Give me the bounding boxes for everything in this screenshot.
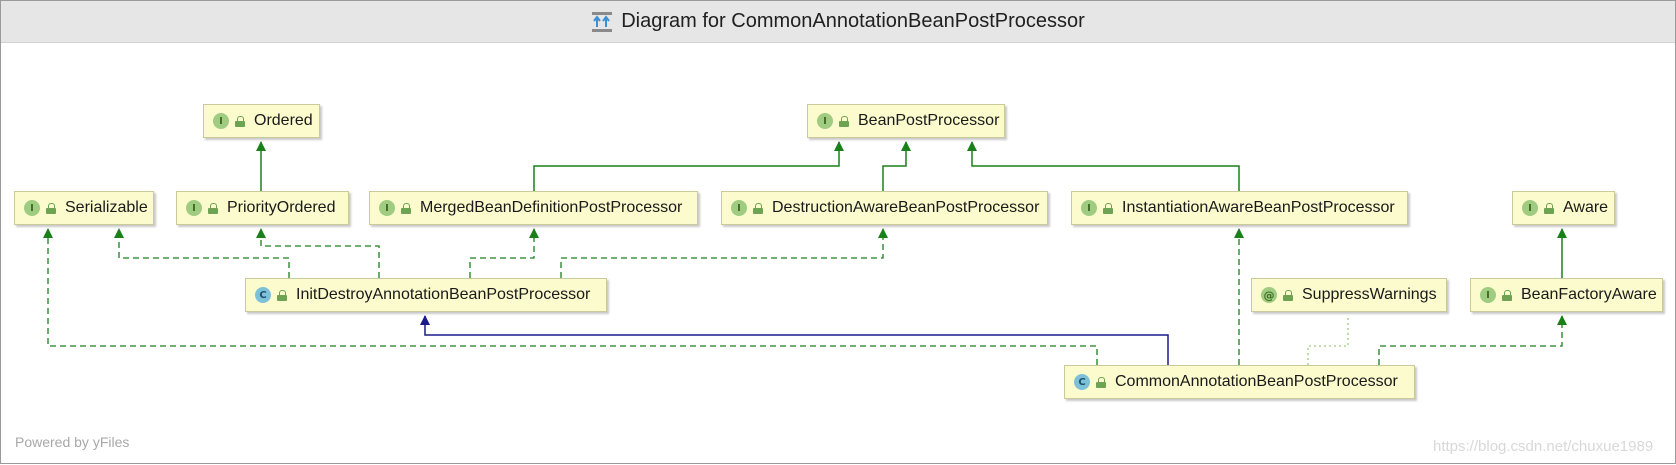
class-badge-icon: C <box>255 287 271 303</box>
annotation-badge-icon: @ <box>1261 287 1277 303</box>
node-destruction-aware-bean-post-processor[interactable]: I DestructionAwareBeanPostProcessor <box>721 191 1048 225</box>
public-lock-icon <box>1103 203 1113 214</box>
edge-init-destroy-to-merged <box>469 228 539 278</box>
edge-destruction-to-bean-post-processor <box>882 141 911 191</box>
diagram-icon <box>591 11 613 33</box>
edge-common-to-init-destroy <box>420 315 1169 365</box>
edge-common-to-serializable <box>43 228 1098 365</box>
public-lock-icon <box>208 203 218 214</box>
edge-common-to-suppress-warnings <box>1307 316 1349 365</box>
node-label: MergedBeanDefinitionPostProcessor <box>420 199 683 216</box>
interface-badge-icon: I <box>186 200 202 216</box>
public-lock-icon <box>1544 203 1554 214</box>
node-label: Ordered <box>254 112 313 129</box>
interface-badge-icon: I <box>731 200 747 216</box>
interface-badge-icon: I <box>379 200 395 216</box>
node-init-destroy-annotation-bean-post-processor[interactable]: C InitDestroyAnnotationBeanPostProcessor <box>245 278 607 312</box>
node-instantiation-aware-bean-post-processor[interactable]: I InstantiationAwareBeanPostProcessor <box>1071 191 1408 225</box>
node-merged-bean-definition-post-processor[interactable]: I MergedBeanDefinitionPostProcessor <box>369 191 698 225</box>
edge-init-destroy-to-serializable <box>114 228 290 278</box>
edge-merged-to-bean-post-processor <box>533 141 844 191</box>
public-lock-icon <box>1283 290 1293 301</box>
powered-by-label: Powered by yFiles <box>15 434 130 450</box>
node-aware[interactable]: I Aware <box>1512 191 1615 225</box>
interface-badge-icon: I <box>1480 287 1496 303</box>
edge-init-destroy-to-priority-ordered <box>256 228 380 278</box>
node-serializable[interactable]: I Serializable <box>14 191 154 225</box>
interface-badge-icon: I <box>1522 200 1538 216</box>
node-label: BeanPostProcessor <box>858 112 1000 129</box>
public-lock-icon <box>753 203 763 214</box>
public-lock-icon <box>401 203 411 214</box>
class-badge-icon: C <box>1074 374 1090 390</box>
public-lock-icon <box>1502 290 1512 301</box>
watermark: https://blog.csdn.net/chuxue1989 <box>1433 438 1654 455</box>
node-label: PriorityOrdered <box>227 199 336 216</box>
edge-init-destroy-to-destruction <box>560 228 888 278</box>
node-label: InitDestroyAnnotationBeanPostProcessor <box>296 286 591 303</box>
interface-badge-icon: I <box>213 113 229 129</box>
public-lock-icon <box>277 290 287 301</box>
interface-badge-icon: I <box>24 200 40 216</box>
edge-instantiation-to-bean-post-processor <box>967 141 1240 191</box>
node-label: BeanFactoryAware <box>1521 286 1657 303</box>
node-label: Serializable <box>65 199 148 216</box>
node-label: SuppressWarnings <box>1302 286 1437 303</box>
node-suppress-warnings[interactable]: @ SuppressWarnings <box>1251 278 1447 312</box>
interface-badge-icon: I <box>1081 200 1097 216</box>
public-lock-icon <box>1096 377 1106 388</box>
edge-common-to-bean-factory-aware <box>1378 315 1567 365</box>
title-bar: Diagram for CommonAnnotationBeanPostProc… <box>1 1 1675 43</box>
public-lock-icon <box>839 116 849 127</box>
node-common-annotation-bean-post-processor[interactable]: C CommonAnnotationBeanPostProcessor <box>1064 365 1415 399</box>
interface-badge-icon: I <box>817 113 833 129</box>
node-bean-factory-aware[interactable]: I BeanFactoryAware <box>1470 278 1663 312</box>
node-priority-ordered[interactable]: I PriorityOrdered <box>176 191 349 225</box>
node-label: DestructionAwareBeanPostProcessor <box>772 199 1040 216</box>
node-label: InstantiationAwareBeanPostProcessor <box>1122 199 1395 216</box>
node-label: CommonAnnotationBeanPostProcessor <box>1115 373 1398 390</box>
node-label: Aware <box>1563 199 1609 216</box>
node-ordered[interactable]: I Ordered <box>203 104 320 138</box>
public-lock-icon <box>235 116 245 127</box>
public-lock-icon <box>46 203 56 214</box>
diagram-title: Diagram for CommonAnnotationBeanPostProc… <box>621 10 1085 32</box>
node-bean-post-processor[interactable]: I BeanPostProcessor <box>807 104 1005 138</box>
